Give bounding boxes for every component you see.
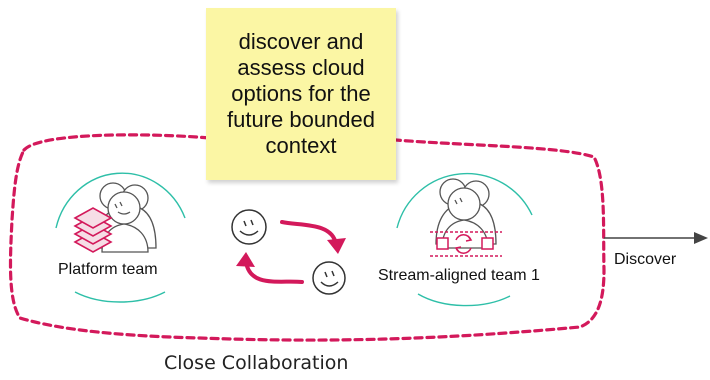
cycle-arrow-left-head — [236, 252, 255, 267]
smiley-face-icon — [231, 209, 267, 245]
stream-team-arc-bottom — [417, 293, 511, 307]
discover-arrow — [604, 232, 708, 244]
platform-team-arc-top — [55, 172, 186, 229]
smiley-face-icon — [312, 261, 346, 295]
collaboration-boundary — [8, 133, 606, 342]
cycle-arrow-right — [280, 220, 338, 246]
platform-team-arc-bottom — [74, 291, 166, 303]
platform-team-group — [55, 172, 186, 303]
cycle-arrow-right-head — [327, 238, 346, 254]
stream-aligned-team-group — [396, 172, 533, 307]
stream-team-arc-top — [396, 172, 533, 229]
team-people-icon — [95, 182, 157, 253]
platform-team-label: Platform team — [58, 261, 158, 278]
interaction-mode-label: Close Collaboration — [164, 352, 349, 374]
platform-stack-icon — [73, 207, 113, 253]
sticky-note: discover and assess cloud options for th… — [206, 8, 396, 180]
discover-label: Discover — [614, 251, 677, 268]
stream-aligned-team-label: Stream-aligned team 1 — [378, 267, 540, 284]
sticky-note-text: discover and assess cloud options for th… — [226, 29, 376, 158]
cycle-arrow-left — [244, 260, 304, 284]
stream-flow-icon — [430, 231, 502, 257]
collaboration-cycle — [231, 209, 346, 295]
